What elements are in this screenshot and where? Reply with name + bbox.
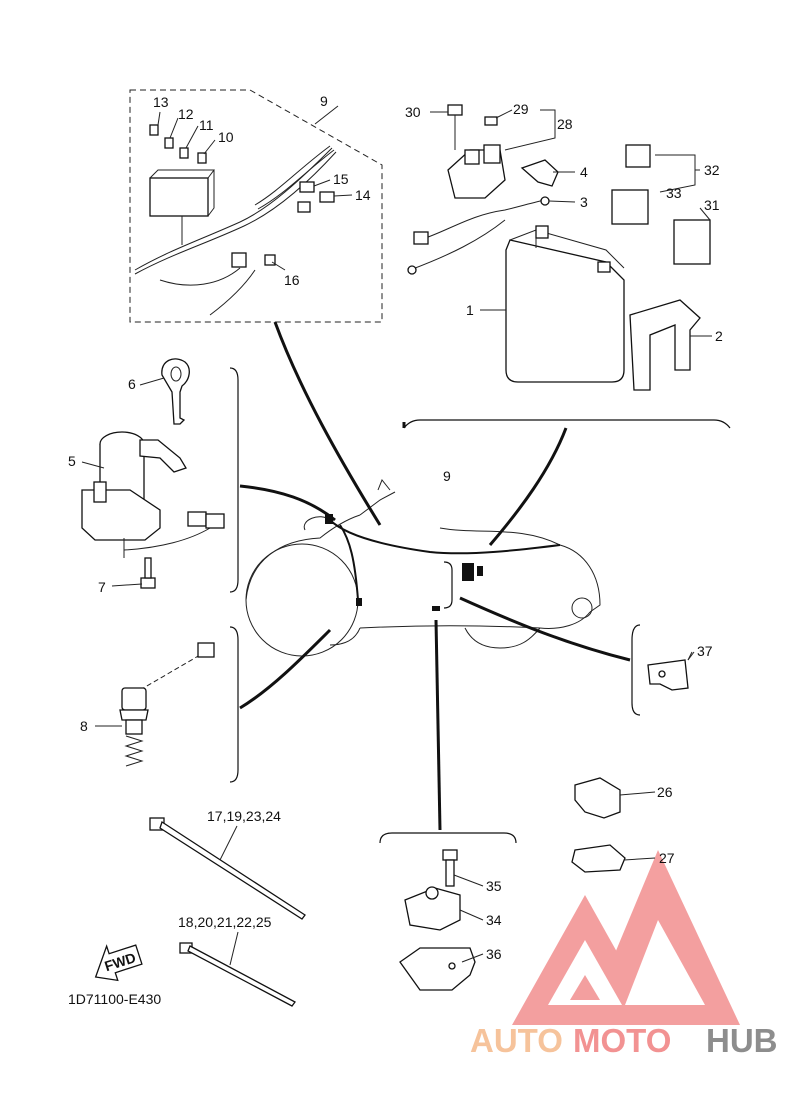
callout-29: 29 — [513, 101, 529, 117]
watermark-logo — [512, 850, 740, 1025]
neutral-switch-part — [119, 642, 215, 767]
callout-9-top: 9 — [320, 93, 328, 109]
callout-18-20-21-22-25: 18,20,21,22,25 — [178, 914, 272, 930]
callout-11: 11 — [199, 117, 214, 133]
callout-35: 35 — [486, 878, 502, 894]
callout-7: 7 — [98, 579, 106, 595]
callout-13: 13 — [153, 94, 169, 110]
callout-36: 36 — [486, 946, 502, 962]
callout-8: 8 — [80, 718, 88, 734]
watermark-auto: AUTO — [470, 1022, 563, 1059]
watermark-hub: HUB — [706, 1022, 778, 1059]
bracket-part-37 — [647, 651, 693, 691]
callout-31: 31 — [704, 197, 720, 213]
callout-33: 33 — [666, 185, 682, 201]
watermark-moto: MOTO — [573, 1022, 671, 1059]
callout-9-mid: 9 — [443, 468, 451, 484]
callout-30: 30 — [405, 104, 421, 120]
callout-5: 5 — [68, 453, 76, 469]
callout-6: 6 — [128, 376, 136, 392]
diagram-code: 1D71100-E430 — [68, 991, 161, 1007]
callout-labels: 9 13 12 11 10 15 14 16 30 29 28 4 3 32 3… — [68, 93, 723, 1007]
sensor-group-part — [399, 849, 476, 991]
callout-3: 3 — [580, 194, 588, 210]
fwd-arrow-icon — [94, 944, 143, 982]
callout-15: 15 — [333, 171, 349, 187]
cable-tie-short — [179, 942, 296, 1007]
callout-26: 26 — [657, 784, 673, 800]
callout-37: 37 — [697, 643, 713, 659]
cable-tie-long — [149, 817, 306, 920]
callout-1: 1 — [466, 302, 474, 318]
harness-detail-box — [129, 89, 383, 323]
callout-14: 14 — [355, 187, 371, 203]
ignition-switch-part — [81, 431, 225, 589]
callout-2: 2 — [715, 328, 723, 344]
callout-12: 12 — [178, 106, 194, 122]
callout-16: 16 — [284, 272, 300, 288]
callout-10: 10 — [218, 129, 234, 145]
callout-28: 28 — [557, 116, 573, 132]
clip-part-26 — [574, 777, 621, 819]
clip-part-27 — [571, 844, 626, 873]
callout-17-19-23-24: 17,19,23,24 — [207, 808, 281, 824]
callout-4: 4 — [580, 164, 588, 180]
callout-leaders — [81, 109, 712, 966]
watermark-text: AUTO MOTO HUB — [470, 1022, 778, 1059]
callout-27: 27 — [659, 850, 675, 866]
battery-area — [407, 104, 711, 391]
key-part — [161, 358, 190, 425]
callout-32: 32 — [704, 162, 720, 178]
callout-34: 34 — [486, 912, 502, 928]
motorcycle-outline — [245, 479, 601, 657]
